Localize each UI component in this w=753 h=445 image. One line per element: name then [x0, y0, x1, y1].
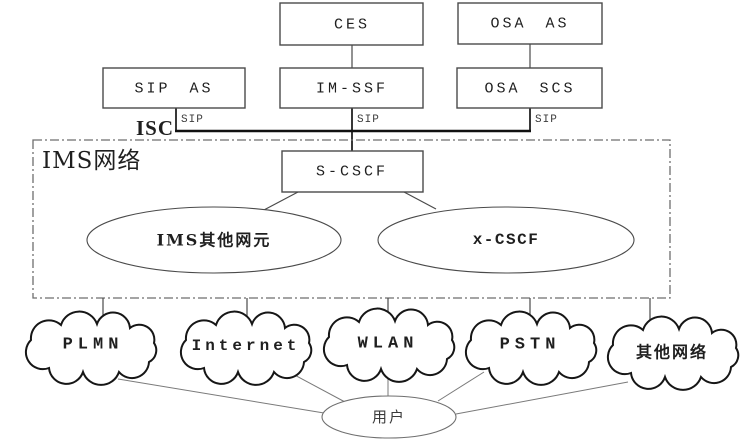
im-ssf-label: IM-SSF: [316, 81, 388, 98]
sip-label-1: SIP: [181, 114, 204, 126]
ims-other-ellipse: [86, 206, 342, 274]
edge-scscf-xcscf: [403, 191, 437, 210]
osa-as-label: OSA AS: [490, 16, 569, 33]
osa-as-box: [457, 2, 603, 45]
s-cscf-box: [281, 150, 424, 193]
node-cloud-internet: Internet: [179, 310, 313, 386]
sip-label-2: SIP: [357, 114, 380, 126]
ces-box: [279, 2, 424, 46]
edge-plmn-user: [117, 378, 325, 414]
pstn-label: PSTN: [500, 336, 561, 355]
node-ces: CES: [279, 2, 424, 46]
node-osa-as: OSA AS: [457, 2, 603, 45]
osa-scs-box: [456, 67, 603, 109]
node-im-ssf: IM-SSF: [279, 67, 424, 109]
internet-label: Internet: [192, 337, 301, 355]
edge-internet-user: [288, 371, 346, 403]
im-ssf-box: [279, 67, 424, 109]
isc-label: ISC: [136, 116, 174, 140]
other-network-label: 其他网络: [636, 343, 708, 362]
ims-network-label: IMS网络: [42, 148, 141, 174]
ims-network-boundary: [32, 139, 671, 299]
node-cloud-pstn: PSTN: [464, 310, 598, 386]
ims-other-label: IMS其他网元: [157, 231, 272, 250]
edge-scscf-imsother: [261, 191, 299, 212]
node-cloud-plmn: PLMN: [24, 310, 158, 386]
node-ims-other-elements: IMS其他网元: [86, 206, 342, 274]
node-user: 用户: [321, 395, 457, 439]
x-cscf-label: x-CSCF: [473, 231, 540, 249]
osa-scs-label: OSA SCS: [484, 81, 575, 98]
sip-as-label: SIP AS: [134, 81, 213, 98]
sip-as-box: [102, 67, 246, 109]
plmn-label: PLMN: [63, 336, 124, 355]
edge-pstn-user: [437, 371, 485, 402]
node-cloud-wlan: WLAN: [322, 307, 456, 383]
x-cscf-ellipse: [377, 206, 635, 274]
s-cscf-label: S-CSCF: [316, 164, 388, 181]
user-ellipse: [321, 395, 457, 439]
node-cloud-other-network: 其他网络: [606, 315, 740, 391]
ces-label: CES: [334, 17, 370, 34]
node-s-cscf: S-CSCF: [281, 150, 424, 193]
user-label: 用户: [372, 408, 406, 426]
node-sip-as: SIP AS: [102, 67, 246, 109]
sip-label-3: SIP: [535, 114, 558, 126]
node-osa-scs: OSA SCS: [456, 67, 603, 109]
wlan-label: WLAN: [358, 335, 419, 354]
node-x-cscf: x-CSCF: [377, 206, 635, 274]
edge-othernet-user: [455, 381, 629, 415]
